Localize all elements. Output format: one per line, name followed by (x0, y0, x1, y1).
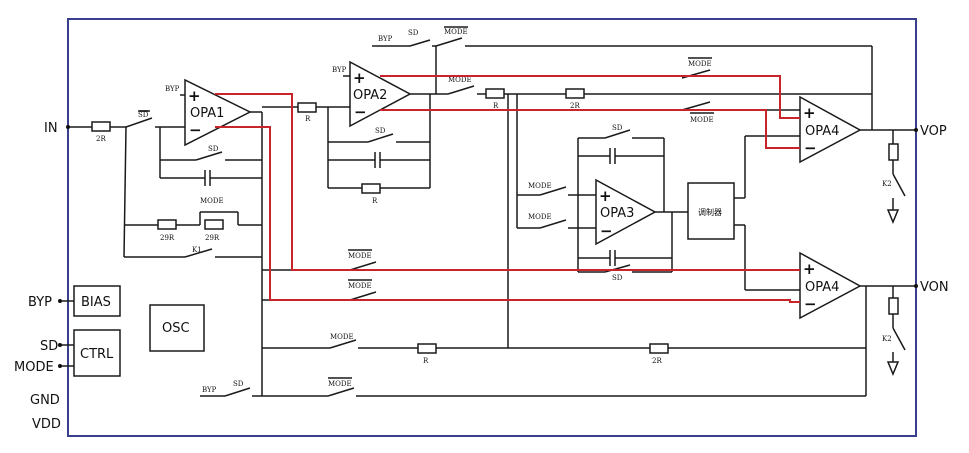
switch-k1 (184, 248, 213, 258)
resistor-29r-b-label: 29R (205, 234, 220, 242)
switch-sd-fb1 (195, 151, 223, 161)
bottom-mode-label: MODE (330, 333, 354, 341)
svg-text:+: + (353, 69, 366, 87)
pin-sd-label: SD (40, 339, 58, 354)
ctrl-label: CTRL (80, 347, 114, 362)
resistor-mid2 (565, 88, 585, 99)
signal-path-opa1-plus (215, 93, 780, 271)
pin-von-label: VON (920, 280, 949, 295)
resistor-fb2-label: R (372, 197, 378, 205)
opamp-opa1 (184, 78, 252, 147)
resistor-fb2 (361, 183, 381, 194)
pin-mode-label: MODE (14, 360, 54, 375)
resistor-mid2-label: 2R (570, 102, 580, 110)
pin-gnd-label: GND (30, 393, 60, 408)
resistor-opa2-in-label: R (305, 115, 311, 123)
svg-text:−: − (804, 295, 817, 313)
opa3-sd-bot-label: SD (612, 274, 623, 282)
opa4-top-mode1-label: MODE (688, 60, 712, 68)
k2-top-label: K2 (882, 180, 892, 188)
resistor-input-2r (91, 121, 111, 132)
opa3-sd-top-label: SD (612, 124, 623, 132)
opa4-top-mode2-label: MODE (690, 116, 714, 124)
bias-block (73, 285, 121, 317)
opamp-opa3 (595, 178, 657, 246)
svg-text:−: − (600, 222, 613, 240)
opa4-bottom-label: OPA4 (805, 280, 839, 295)
resistor-mid1 (485, 88, 505, 99)
resistor-mid1-label: R (493, 102, 499, 110)
osc-block (149, 304, 205, 352)
top-byp-label: BYP (378, 35, 393, 43)
opa2-byp-label: BYP (332, 66, 347, 74)
resistor-opa2-in (297, 102, 317, 113)
modulator-block (687, 182, 735, 240)
switch-mode-mid (447, 85, 475, 95)
switch-k2-bottom (892, 327, 906, 351)
resistor-29r-b (204, 219, 224, 230)
switch-mode-29r-label: MODE (200, 197, 224, 205)
switch-modebar-1-label: MODE (348, 252, 372, 260)
signal-path-opa1-minus (215, 126, 780, 301)
svg-text:+: + (803, 104, 816, 122)
switch-k2-top (892, 173, 906, 197)
k2-bottom-resistor (888, 297, 899, 315)
opa1-byp-label: BYP (165, 85, 180, 93)
opamp-opa4-bottom (799, 251, 862, 320)
signal-path-opa2-plus (380, 75, 800, 119)
ctrl-block (73, 329, 121, 377)
switch-k1-label: K1 (192, 246, 202, 254)
switch-sd-fb1-label: SD (208, 145, 219, 153)
k2-top-resistor (888, 143, 899, 161)
opa3-label: OPA3 (600, 206, 634, 221)
opa4-top-label: OPA4 (805, 124, 839, 139)
opa1-label: OPA1 (190, 106, 224, 121)
opamp-opa4-top (799, 95, 862, 164)
chip-outline (67, 18, 917, 437)
resistor-bot2 (649, 343, 669, 354)
switch-modebar-2-label: MODE (348, 282, 372, 290)
svg-text:−: − (354, 103, 367, 121)
svg-text:+: + (599, 187, 612, 205)
resistor-bot1-label: R (423, 357, 429, 365)
svg-text:+: + (188, 87, 201, 105)
bottom-modebar-label: MODE (328, 380, 352, 388)
opa3-mode2-label: MODE (528, 213, 552, 221)
top-sd-label: SD (408, 29, 419, 37)
ground-arrow-bottom (886, 361, 900, 376)
switch-sd-input-label: SD (138, 111, 149, 119)
ground-arrow-top (886, 209, 900, 224)
resistor-input-label: 2R (96, 135, 106, 143)
svg-text:−: − (189, 121, 202, 139)
k2-bottom-label: K2 (882, 335, 892, 343)
resistor-29r-a (157, 219, 177, 230)
opa2-label: OPA2 (353, 88, 387, 103)
switch-sd-fb2-label: SD (375, 127, 386, 135)
switch-mode-mid-label: MODE (448, 76, 472, 84)
modulator-label: 调制器 (698, 207, 722, 217)
opa3-mode1-label: MODE (528, 182, 552, 190)
resistor-29r-a-label: 29R (160, 234, 175, 242)
svg-text:+: + (803, 260, 816, 278)
bottom-sd-label: SD (233, 380, 244, 388)
resistor-bot1 (417, 343, 437, 354)
top-mode-bar-label: MODE (444, 28, 468, 36)
pin-vop-label: VOP (920, 124, 947, 139)
pin-byp-label: BYP (28, 295, 52, 310)
osc-label: OSC (162, 321, 190, 336)
pin-in-label: IN (44, 121, 58, 136)
switch-mode-bar-top (435, 37, 463, 47)
resistor-bot2-label: 2R (652, 357, 662, 365)
pin-vdd-label: VDD (32, 417, 61, 432)
switch-sd-fb2 (367, 133, 394, 143)
signal-path-opa2-minus (380, 109, 800, 149)
svg-text:−: − (804, 139, 817, 157)
bottom-byp-label: BYP (202, 386, 217, 394)
switch-sd-input (125, 117, 153, 128)
bias-label: BIAS (81, 295, 111, 310)
